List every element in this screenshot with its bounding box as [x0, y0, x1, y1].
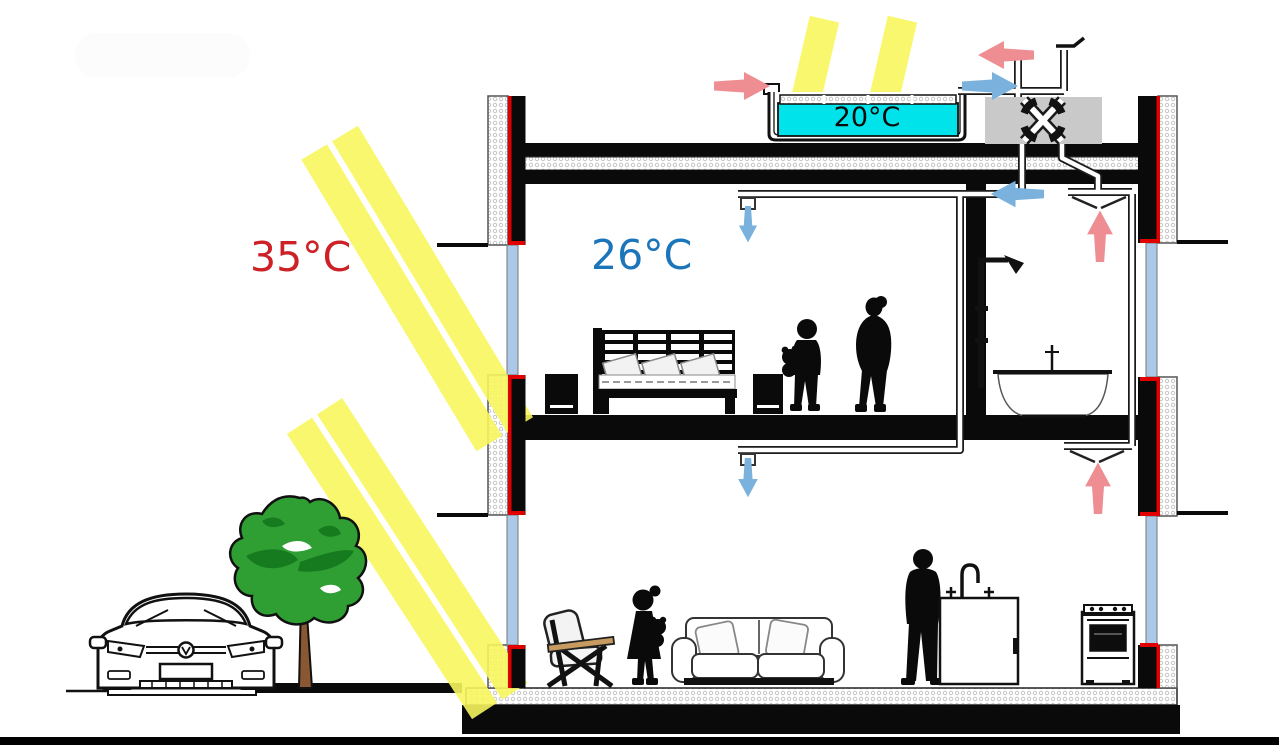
- roof-water-pond: [763, 83, 967, 142]
- window-canopy: [1177, 240, 1228, 244]
- exhaust-air-arrow: [978, 41, 1034, 69]
- nightstand-right: [753, 374, 783, 414]
- bed: [593, 328, 737, 414]
- stove: [1080, 604, 1136, 686]
- bottom-border: [0, 737, 1279, 745]
- intake-stack-cap: [1056, 36, 1086, 48]
- hrv-fan-icon: [1019, 96, 1067, 145]
- tank-temperature-label: 20°C: [833, 102, 901, 133]
- supply-duct-arrow: [990, 180, 1044, 208]
- right-wall-insulation: [1157, 95, 1178, 689]
- window-canopy: [437, 513, 488, 517]
- window-canopy: [437, 243, 488, 247]
- sun-rays-icon: [286, 15, 918, 720]
- bathtub: [993, 345, 1112, 418]
- living-extract-arrow: [1085, 462, 1111, 514]
- warm-air-into-pond-arrow: [714, 72, 770, 100]
- intake-air-arrow: [962, 72, 1018, 100]
- window-left-upper: [506, 244, 519, 376]
- window-canopy: [1177, 511, 1228, 515]
- bedroom-supply-arrow: [738, 206, 758, 243]
- watermark: [75, 33, 250, 78]
- teddy-bear-icon: [649, 616, 667, 647]
- teddy-bear-icon: [781, 345, 799, 377]
- roof-slab: [487, 143, 1178, 184]
- kitchen-sink: [938, 563, 1020, 686]
- extract-vent-living: [1069, 449, 1125, 464]
- bathroom-extract-arrow: [1087, 210, 1113, 262]
- man-silhouette: [901, 549, 944, 685]
- window-left-lower: [506, 514, 519, 646]
- boy-silhouette: [781, 319, 821, 411]
- outdoor-temperature-label: 35°C: [250, 233, 352, 281]
- tree-icon: [229, 495, 368, 689]
- window-right-upper: [1145, 242, 1158, 378]
- ventilation-ducts: [738, 36, 1136, 466]
- extract-vent-bathroom: [1071, 195, 1127, 210]
- nightstand-left: [545, 374, 578, 414]
- right-wall: [1138, 96, 1228, 688]
- car-icon: [88, 592, 284, 690]
- armchair: [543, 609, 616, 689]
- left-wall: [437, 96, 526, 688]
- ground-slab: [462, 687, 1180, 734]
- windows: [506, 242, 1158, 646]
- floor-slab: [488, 415, 1177, 440]
- sofa: [671, 617, 845, 685]
- indoor-temperature-label: 26°C: [591, 231, 693, 279]
- shower-icon: [975, 255, 1024, 388]
- woman-silhouette: [855, 296, 892, 412]
- vapor-barrier-left: [508, 96, 525, 688]
- pond-water: [777, 102, 959, 137]
- vapor-barrier-right: [1140, 96, 1160, 688]
- girl-silhouette: [627, 585, 667, 685]
- window-right-lower: [1145, 515, 1158, 646]
